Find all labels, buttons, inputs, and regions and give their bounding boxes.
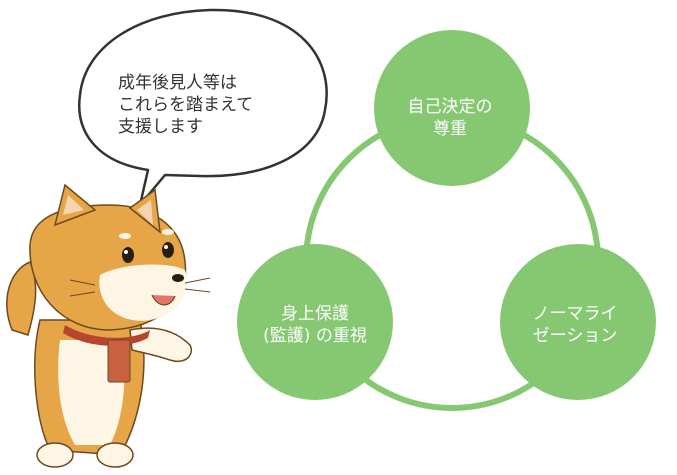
principle-label-line: 身上保護 [281, 304, 349, 324]
principle-label-line: (監護) の重視 [263, 326, 367, 346]
principle-label-line: 尊重 [433, 119, 467, 139]
principle-label-personal-care: 身上保護 (監護) の重視 [240, 303, 390, 347]
principle-label-line: 自己決定の [407, 97, 493, 117]
principle-label-normalization: ノーマライ ゼーション [505, 303, 645, 347]
principle-label-self-determination: 自己決定の 尊重 [380, 96, 520, 140]
principle-node-left [237, 244, 393, 400]
speech-line: 支援します [118, 117, 203, 137]
speech-bubble-text: 成年後見人等は これらを踏まえて 支援します [118, 72, 308, 138]
dog-mascot-illustration [6, 183, 211, 468]
principle-label-line: ノーマライ [532, 304, 618, 324]
speech-bubble [78, 8, 328, 207]
speech-line: これらを踏まえて [118, 95, 254, 115]
principle-label-line: ゼーション [532, 326, 618, 346]
principle-node-right [500, 244, 656, 400]
principle-node-top [374, 30, 530, 186]
speech-line: 成年後見人等は [118, 73, 237, 93]
